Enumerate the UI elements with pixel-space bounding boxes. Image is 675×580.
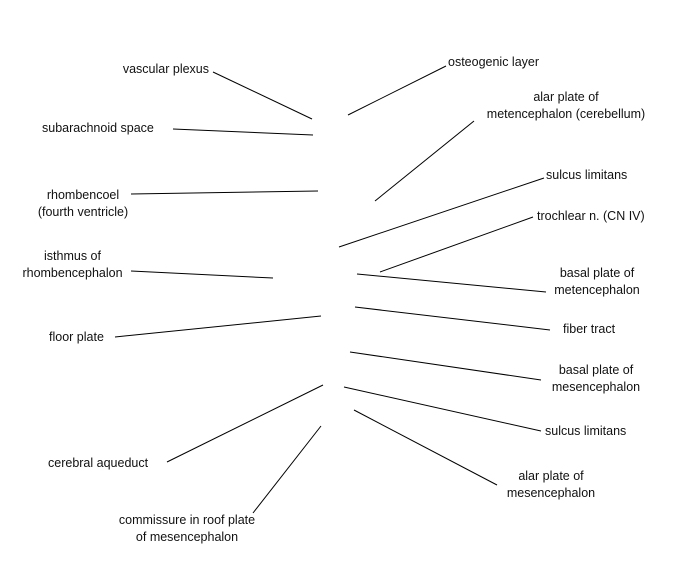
leader-floor-plate: [114, 315, 322, 338]
leader-trochlear-nerve: [379, 216, 534, 273]
label-sulcus-limitans-upper: sulcus limitans: [546, 168, 628, 182]
label-subarachnoid-space: subarachnoid space: [42, 121, 154, 135]
leader-alar-plate-mesencephalon: [353, 409, 498, 486]
leader-osteogenic-layer: [347, 65, 447, 116]
label-commissure-in-roof-plate: commissure in roof plate of mesencephalo…: [118, 513, 256, 544]
label-isthmus-of-rhombencephalon: isthmus of rhombencephalon: [22, 249, 123, 280]
leader-alar-plate-metencephalon: [374, 120, 475, 202]
label-alar-plate-of-mesencephalon: alar plate of mesencephalon: [506, 469, 596, 500]
label-alar-plate-of-metencephalon: alar plate of metencephalon (cerebellum): [486, 90, 646, 121]
leader-subarachnoid-space: [172, 128, 314, 136]
label-vascular-plexus: vascular plexus: [122, 62, 209, 76]
leader-basal-plate-metencephalon: [356, 273, 547, 293]
leader-commissure: [252, 425, 322, 514]
label-basal-plate-of-metencephalon: basal plate of metencephalon: [554, 266, 640, 297]
leader-fiber-tract: [354, 306, 551, 331]
leader-isthmus: [130, 270, 274, 279]
label-trochlear-nerve: trochlear n. (CN IV): [537, 209, 645, 223]
label-osteogenic-layer: osteogenic layer: [448, 55, 540, 69]
label-fiber-tract: fiber tract: [563, 322, 616, 336]
leader-cerebral-aqueduct: [166, 384, 324, 463]
leader-sulcus-limitans-lower: [343, 386, 542, 432]
leader-sulcus-limitans-upper: [338, 177, 545, 248]
leader-basal-plate-mesencephalon: [349, 351, 542, 381]
label-sulcus-limitans-lower: sulcus limitans: [545, 424, 627, 438]
leader-vascular-plexus: [212, 71, 313, 120]
label-floor-plate: floor plate: [49, 330, 104, 344]
label-basal-plate-of-mesencephalon: basal plate of mesencephalon: [551, 363, 641, 394]
label-rhombencoel: rhombencoel (fourth ventricle): [37, 188, 129, 219]
label-cerebral-aqueduct: cerebral aqueduct: [48, 456, 149, 470]
leader-rhombencoel: [130, 190, 319, 195]
